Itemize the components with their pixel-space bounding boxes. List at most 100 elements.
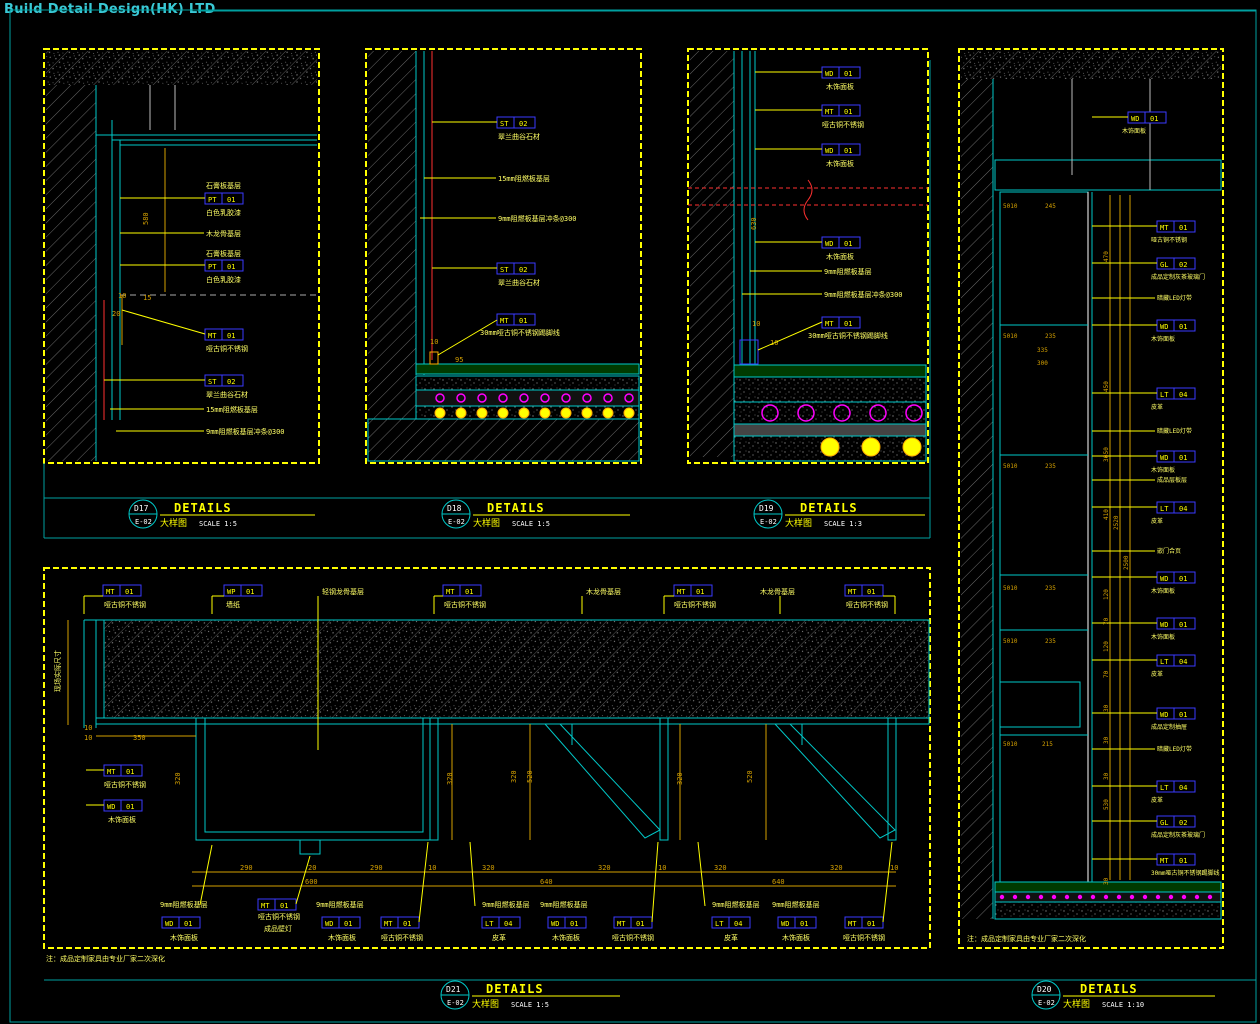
dimension-label: 410 (1103, 509, 1110, 520)
material-tag-label: 木饰面板 (1151, 335, 1175, 343)
d17-dim-15: 15 (143, 294, 151, 302)
title-d18-scale: SCALE 1:5 (512, 520, 550, 528)
heating-pipe (1025, 894, 1031, 900)
material-tag-code: GL (1160, 819, 1168, 827)
heating-pipe (1194, 894, 1200, 900)
dimension-label: 30 (1103, 877, 1110, 885)
material-tag-number: 01 (1150, 115, 1158, 123)
material-tag-label: 哑古铜不锈钢 (1151, 236, 1187, 244)
d18-tag0-label: 翠兰曲谷石材 (498, 132, 540, 141)
heating-pipe (1012, 894, 1018, 900)
d18-tag-2: MT 01 30mm哑古铜不锈钢踢脚线 (437, 313, 560, 356)
heating-pipe (561, 393, 571, 403)
floor-joist (861, 437, 881, 457)
d17-tag3-label: 翠兰曲谷石材 (206, 390, 248, 399)
d19-tag2-label: 木饰面板 (826, 159, 854, 168)
title-d21: D21 E-02 DETAILS 大样图 SCALE 1:5 (440, 980, 620, 1010)
title-d20-code: D20 (1037, 985, 1052, 994)
d18-note-2: 30mm哑古铜不锈钢踢脚线 (480, 328, 560, 337)
d18-wall (368, 51, 416, 419)
floor-joist (539, 407, 551, 419)
d21-bt2-label: 木饰面板 (328, 933, 356, 942)
floor-joist (581, 407, 593, 419)
title-d17-title: DETAILS (174, 501, 232, 515)
material-tag-label: 皮革 (1151, 517, 1163, 525)
d21-top-tag-3: MT 01 哑古铜不锈钢 (663, 584, 716, 614)
d21-dimrow-5: 640 (540, 878, 553, 886)
d21-tt0-num: 01 (125, 588, 133, 596)
dimension-label: 30 (1103, 704, 1110, 712)
material-tag-code: WD (1131, 115, 1139, 123)
d17-tag2-code: MT (208, 332, 217, 340)
d17-tag2-num: 01 (227, 332, 235, 340)
d17-tag1-label: 白色乳胶漆 (206, 275, 241, 284)
d21-bt0-num: 01 (184, 920, 192, 928)
d21-bt9-code: MT (848, 920, 857, 928)
title-d19: D19 E-02 DETAILS 大样图 SCALE 1:3 (753, 499, 925, 529)
material-tag-code: LT (1160, 784, 1169, 792)
material-tag-number: 01 (1179, 711, 1187, 719)
material-tag-number: 01 (1179, 323, 1187, 331)
title-d19-sub: 大样图 (785, 517, 812, 529)
d19-tag4-num: 01 (844, 320, 852, 328)
d20-wall (961, 79, 993, 919)
floor-joist (518, 407, 530, 419)
material-tag-label: 30mm哑古铜不锈钢踢脚线 (1151, 869, 1219, 877)
d17-dim-580: 580 (142, 212, 150, 225)
d21-slope-2 (773, 723, 896, 839)
title-d20-title: DETAILS (1080, 982, 1138, 996)
d19-dim-10a: 10 (752, 320, 760, 328)
title-d17-sheet: E-02 (135, 518, 152, 526)
d21-left-tag-1: WD 01 木饰面板 (86, 799, 143, 824)
d21-bt7-code: LT (715, 920, 724, 928)
d21-top-tag-0: MT 01 哑古铜不锈钢 (83, 584, 146, 614)
heating-pipe (999, 894, 1005, 900)
title-d21-code: D21 (446, 985, 461, 994)
d21-bt6-num: 01 (636, 920, 644, 928)
d17-tag0-label: 白色乳胶漆 (206, 208, 241, 217)
dimension-label: 30 (1103, 454, 1110, 462)
material-tag-label: 皮革 (1151, 403, 1163, 411)
material-tag-label: 成品定制灰茶玻璃门 (1151, 831, 1205, 839)
d21-lt0-num: 01 (126, 768, 134, 776)
d17-tag1-code: PT (208, 263, 217, 271)
d17-dim-10: 10 (118, 292, 126, 300)
d17-tag0-above: 石膏板基层 (206, 181, 241, 190)
d19-floor-screed (733, 376, 927, 403)
dimension-label: 2500 (1123, 555, 1130, 570)
d21-bt1-code: MT (261, 902, 270, 910)
material-tag-code: MT (1160, 224, 1169, 232)
d19-tag-3: WD 01 木饰面板 (755, 236, 861, 261)
d21-bt6-label: 哑古铜不锈钢 (612, 933, 654, 942)
d21-bt3-label: 哑古铜不锈钢 (381, 933, 423, 942)
title-d19-code: D19 (759, 504, 774, 513)
material-tag-code: WD (1160, 711, 1168, 719)
heating-pipe (833, 404, 851, 422)
d21-bt8-above: 9mm阻燃板基层 (772, 900, 820, 909)
floor-joist (476, 407, 488, 419)
d21-dim-320a: 320 (174, 772, 182, 785)
heating-pipe (1116, 894, 1122, 900)
d21-bt2-num: 01 (344, 920, 352, 928)
d21-bt5-label: 木饰面板 (552, 933, 580, 942)
title-d18-sheet: E-02 (448, 518, 465, 526)
d21-dimrow-11: 10 (890, 864, 898, 872)
material-tag-number: 01 (1179, 621, 1187, 629)
dimension-label: 120 (1103, 589, 1110, 600)
heating-pipe (519, 393, 529, 403)
heating-pipe (498, 393, 508, 403)
heating-pipe (1090, 894, 1096, 900)
d19-tag1-label: 哑古铜不锈钢 (822, 120, 864, 129)
dimension-label: 5010 (1003, 203, 1018, 210)
d21-dimrow-1: 20 (308, 864, 316, 872)
d21-bt1-label: 哑古铜不锈钢 (258, 912, 300, 921)
heating-pipe (1103, 894, 1109, 900)
d19-tag1-num: 01 (844, 108, 852, 116)
dimension-label: 300 (1037, 360, 1048, 367)
title-d17-scale: SCALE 1:5 (199, 520, 237, 528)
d17-tag1-num: 01 (227, 263, 235, 271)
d17-tag2-label: 哑古铜不锈钢 (206, 344, 248, 353)
d21-tt1-label: 墙纸 (226, 600, 240, 609)
d18-slab (367, 418, 640, 462)
floor-joist (455, 407, 467, 419)
